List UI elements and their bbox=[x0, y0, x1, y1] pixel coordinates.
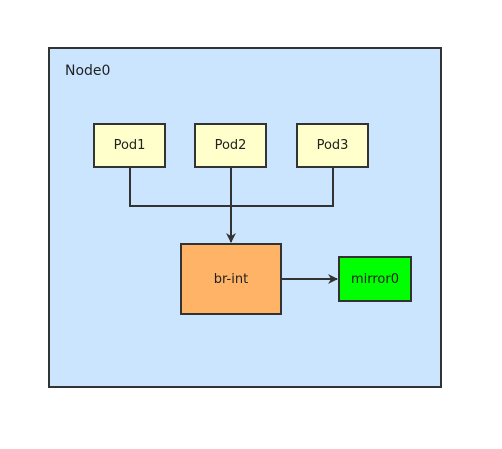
br-int-bridge-box: br-int bbox=[180, 243, 282, 315]
mirror0-box: mirror0 bbox=[338, 256, 412, 302]
pod2-label: Pod2 bbox=[214, 138, 247, 153]
pod3-box: Pod3 bbox=[296, 123, 369, 168]
mirror0-label: mirror0 bbox=[350, 271, 400, 287]
pod3-label: Pod3 bbox=[316, 138, 349, 153]
br-int-label: br-int bbox=[213, 271, 249, 287]
pod2-box: Pod2 bbox=[194, 123, 267, 168]
node-container bbox=[48, 47, 442, 388]
node-label: Node0 bbox=[65, 63, 111, 79]
pod1-label: Pod1 bbox=[113, 138, 146, 153]
pod1-box: Pod1 bbox=[93, 123, 166, 168]
